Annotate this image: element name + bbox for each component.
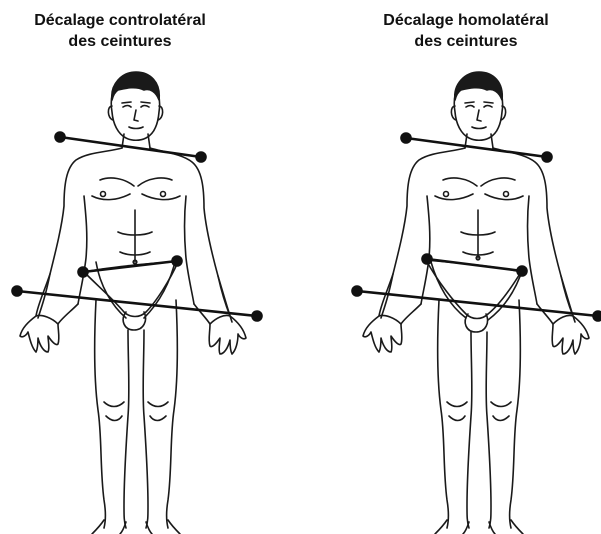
hip-line (427, 259, 522, 271)
panel-controlateral: Décalage controlatéral des ceintures (0, 0, 300, 534)
left-hand (20, 315, 59, 352)
wrist-line-right-dot (594, 312, 601, 321)
hip-line-left-dot (423, 255, 432, 264)
left-hand (363, 315, 402, 352)
wrist-line-left-dot (13, 287, 22, 296)
wrist-line (17, 291, 257, 316)
hair (112, 72, 159, 100)
shoulder-line-left-dot (402, 134, 411, 143)
panel-homolateral: Décalage homolatéral des ceintures (301, 0, 601, 534)
body-figure (0, 0, 300, 534)
shoulder-line-right-dot (543, 153, 552, 162)
shoulder-line-right-dot (197, 153, 206, 162)
legs-outline (95, 300, 106, 528)
right-hand (552, 315, 589, 354)
wrist-line (357, 291, 598, 316)
right-hand (209, 315, 246, 354)
hip-line-left-dot (79, 268, 88, 277)
shoulder-line-left-dot (56, 133, 65, 142)
hip-line-right-dot (173, 257, 182, 266)
wrist-line-right-dot (253, 312, 262, 321)
hip-line-right-dot (518, 267, 527, 276)
hair (455, 72, 502, 100)
legs-outline (438, 300, 449, 528)
wrist-line-left-dot (353, 287, 362, 296)
body-figure (301, 0, 601, 534)
